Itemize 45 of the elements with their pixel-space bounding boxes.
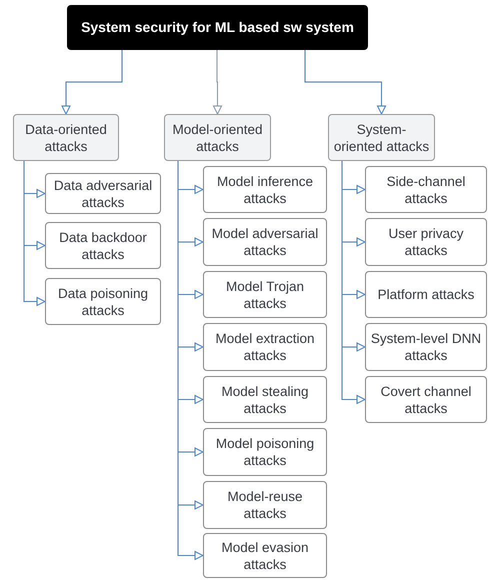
node-label: Data adversarial attacks [52, 176, 154, 210]
node-label: System-oriented attacks [333, 120, 430, 154]
category-box [13, 114, 119, 161]
connector-arrow [62, 50, 122, 114]
attack-box [203, 166, 327, 213]
node-label: Model-oriented attacks [171, 120, 264, 154]
node-label: Platform attacks [378, 286, 474, 303]
attack-box [45, 173, 161, 214]
node-label: Side-channel attacks [386, 172, 466, 206]
node-label: Model extraction attacks [214, 330, 316, 364]
category-box [164, 114, 271, 161]
attack-box [365, 323, 487, 371]
node-label: Model evasion attacks [220, 538, 310, 572]
attack-box [365, 376, 487, 423]
attack-box [365, 271, 487, 318]
attack-box [203, 533, 327, 578]
connector-arrow [342, 160, 366, 404]
node-label: Data poisoning attacks [56, 284, 150, 318]
attack-box [203, 481, 327, 529]
attack-box [203, 323, 327, 371]
node-label: Model poisoning attacks [214, 435, 316, 469]
attack-box [365, 218, 487, 266]
node-label: Model Trojan attacks [224, 278, 306, 312]
attack-box [45, 222, 161, 269]
category-box [328, 114, 435, 161]
node-label: Model stealing attacks [220, 382, 310, 416]
title-box [67, 5, 368, 50]
connector-arrow [24, 160, 46, 306]
node-label: Covert channel attacks [380, 382, 472, 416]
attack-box [203, 271, 327, 318]
node-label: Data-oriented attacks [24, 120, 108, 154]
node-label: Model-reuse attacks [226, 488, 304, 522]
node-label: System security for ML based sw system [81, 19, 354, 36]
attack-box [45, 278, 161, 325]
node-label: Model inference attacks [216, 172, 314, 206]
node-label: User privacy attacks [387, 225, 464, 259]
connector-arrow [304, 50, 386, 114]
attack-box [365, 166, 487, 213]
node-label: Model adversarial attacks [210, 225, 320, 259]
attack-box [203, 428, 327, 476]
attack-box [203, 218, 327, 266]
node-label: System-level DNN attacks [370, 330, 482, 364]
connector-arrow [213, 50, 222, 114]
attack-box [203, 376, 327, 423]
node-label: Data backdoor attacks [58, 228, 148, 262]
